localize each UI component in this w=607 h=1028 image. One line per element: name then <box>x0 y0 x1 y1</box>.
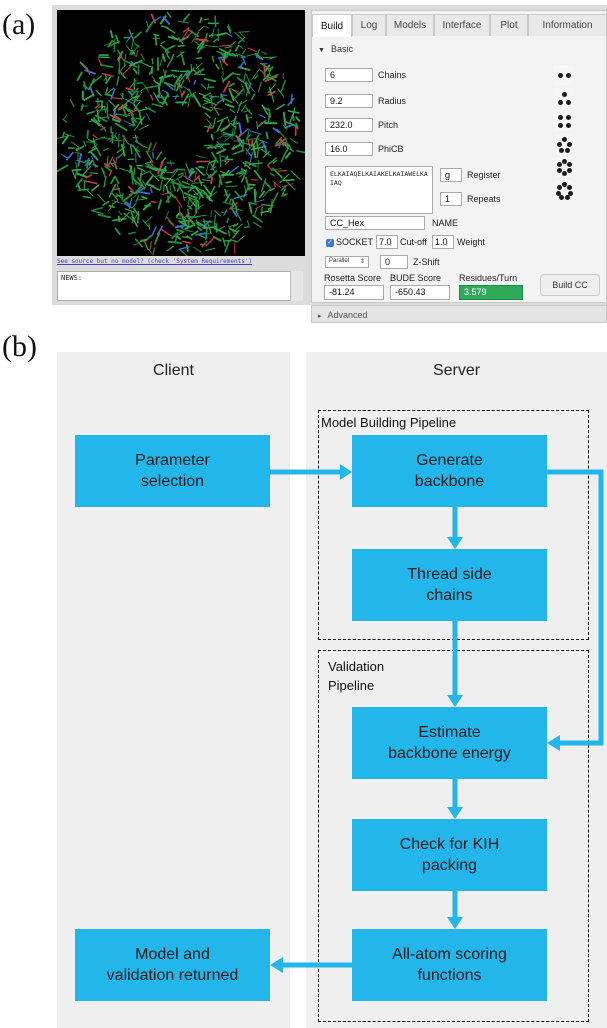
cutoff-input[interactable]: 7.0 <box>376 235 398 249</box>
model-validation-returned-box: Model and validation returned <box>75 929 270 1001</box>
tab-models[interactable]: Models <box>386 14 434 36</box>
build-cc-button[interactable]: Build CC <box>540 274 600 296</box>
symmetry-button-6[interactable] <box>553 157 573 177</box>
parameter-line2: selection <box>140 473 205 490</box>
radius-input[interactable]: 9.2 <box>325 94 373 108</box>
orientation-select[interactable]: Parallel ⇕ <box>325 256 369 268</box>
bude-score-value: -650.43 <box>390 285 450 300</box>
residues-turn-label: Residues/Turn <box>459 273 518 283</box>
register-input[interactable]: g <box>440 168 462 182</box>
validation-pipeline-line1: Validation <box>328 659 385 674</box>
zshift-label: Z-Shift <box>413 257 440 267</box>
tetramer-icon <box>555 112 573 130</box>
zshift-input[interactable]: 0 <box>380 255 408 269</box>
advanced-label: Advanced <box>327 310 368 320</box>
hexamer-icon <box>555 158 573 176</box>
collapse-caret-icon: ▼ <box>318 47 325 54</box>
advanced-section-header[interactable]: ▸ Advanced <box>312 310 368 320</box>
dimer-icon <box>555 66 573 84</box>
sequence-textarea[interactable]: ELKAIAQELKAIAKELKAIAWELKAIAQ <box>325 166 433 214</box>
thread-line2: chains <box>426 587 473 604</box>
socket-label: SOCKET <box>336 237 374 247</box>
model-building-pipeline-title: Model Building Pipeline <box>321 415 457 430</box>
validation-pipeline-line2: Pipeline <box>328 678 375 693</box>
repeats-label: Repeats <box>467 194 501 204</box>
tab-build[interactable]: Build <box>312 14 352 37</box>
symmetry-button-3[interactable] <box>553 88 573 108</box>
estimate-backbone-energy-box: Estimate backbone energy <box>352 707 547 779</box>
bude-score-label: BUDE Score <box>390 273 442 283</box>
symmetry-button-5[interactable] <box>553 134 573 154</box>
molecule-viewer[interactable] <box>57 10 305 256</box>
register-label: Register <box>467 170 501 180</box>
name-input[interactable]: CC_Hex <box>325 216 425 230</box>
symmetry-button-2[interactable] <box>553 65 573 85</box>
generate-line1: Generate <box>416 452 483 469</box>
coiled-coil-structure-image <box>57 11 305 256</box>
heptamer-icon <box>555 181 573 200</box>
residues-turn-value: 3.579 <box>459 285 523 300</box>
pitch-input[interactable]: 232.0 <box>325 118 373 132</box>
kih-line1: Check for KIH <box>399 836 500 853</box>
expand-caret-icon: ▸ <box>318 313 322 320</box>
symmetry-button-4[interactable] <box>553 111 573 131</box>
trimer-icon <box>555 89 573 107</box>
select-arrow-icon: ⇕ <box>359 259 365 265</box>
pentamer-icon <box>555 135 573 153</box>
thread-line1: Thread side <box>407 566 492 583</box>
tab-plot[interactable]: Plot <box>490 14 528 36</box>
repeats-input[interactable]: 1 <box>440 192 462 206</box>
parameter-selection-box: Parameter selection <box>75 435 270 507</box>
rosetta-score-label: Rosetta Score <box>324 273 382 283</box>
parameter-line1: Parameter <box>135 452 210 469</box>
generate-line2: backbone <box>414 473 485 490</box>
phicb-input[interactable]: 16.0 <box>325 142 373 156</box>
news-scrollbar[interactable] <box>290 271 303 301</box>
pitch-label: Pitch <box>378 120 399 130</box>
build-panel <box>311 10 607 303</box>
validation-pipeline-title: Validation Pipeline <box>328 657 384 695</box>
tab-log[interactable]: Log <box>352 14 386 36</box>
arrow-generate-to-estimate <box>547 469 604 746</box>
generate-backbone-box: Generate backbone <box>352 435 547 507</box>
scoring-line2: functions <box>417 967 482 984</box>
news-box: NEWS: <box>57 271 300 301</box>
system-requirements-link[interactable]: See source but no model? (check 'System … <box>57 258 253 265</box>
name-label: NAME <box>432 218 459 228</box>
rosetta-score-value: -81.24 <box>324 285 384 300</box>
phicb-label: PhiCB <box>378 144 404 154</box>
weight-input[interactable]: 1.0 <box>432 235 454 249</box>
weight-label: Weight <box>457 237 485 247</box>
basic-section-label: Basic <box>330 44 353 54</box>
estimate-line1: Estimate <box>418 724 481 741</box>
panel-b-label: (b) <box>2 330 37 363</box>
check-kih-packing-box: Check for KIH packing <box>352 819 547 891</box>
returned-line2: validation returned <box>106 967 239 984</box>
tab-interface[interactable]: Interface <box>434 14 490 36</box>
panel-a-label: (a) <box>2 8 36 41</box>
client-title: Client <box>153 362 194 379</box>
tab-bar: Build Log Models Interface Plot Informat… <box>312 14 607 37</box>
socket-checkbox[interactable]: ✓ <box>326 239 334 247</box>
basic-section-header[interactable]: ▼ Basic <box>318 44 353 54</box>
news-label: NEWS: <box>61 274 83 282</box>
radius-label: Radius <box>378 96 407 106</box>
cutoff-label: Cut-off <box>400 237 427 247</box>
estimate-line2: backbone energy <box>388 745 511 762</box>
returned-line1: Model and <box>135 946 210 963</box>
kih-line2: packing <box>421 857 478 874</box>
thread-side-chains-box: Thread side chains <box>352 549 547 621</box>
symmetry-button-7[interactable] <box>553 180 573 200</box>
chains-input[interactable]: 6 <box>325 68 373 82</box>
server-title: Server <box>432 362 481 379</box>
all-atom-scoring-box: All-atom scoring functions <box>352 929 547 1001</box>
chains-label: Chains <box>378 70 407 80</box>
scoring-line1: All-atom scoring <box>392 946 507 963</box>
orientation-value: Parallel <box>329 258 350 264</box>
